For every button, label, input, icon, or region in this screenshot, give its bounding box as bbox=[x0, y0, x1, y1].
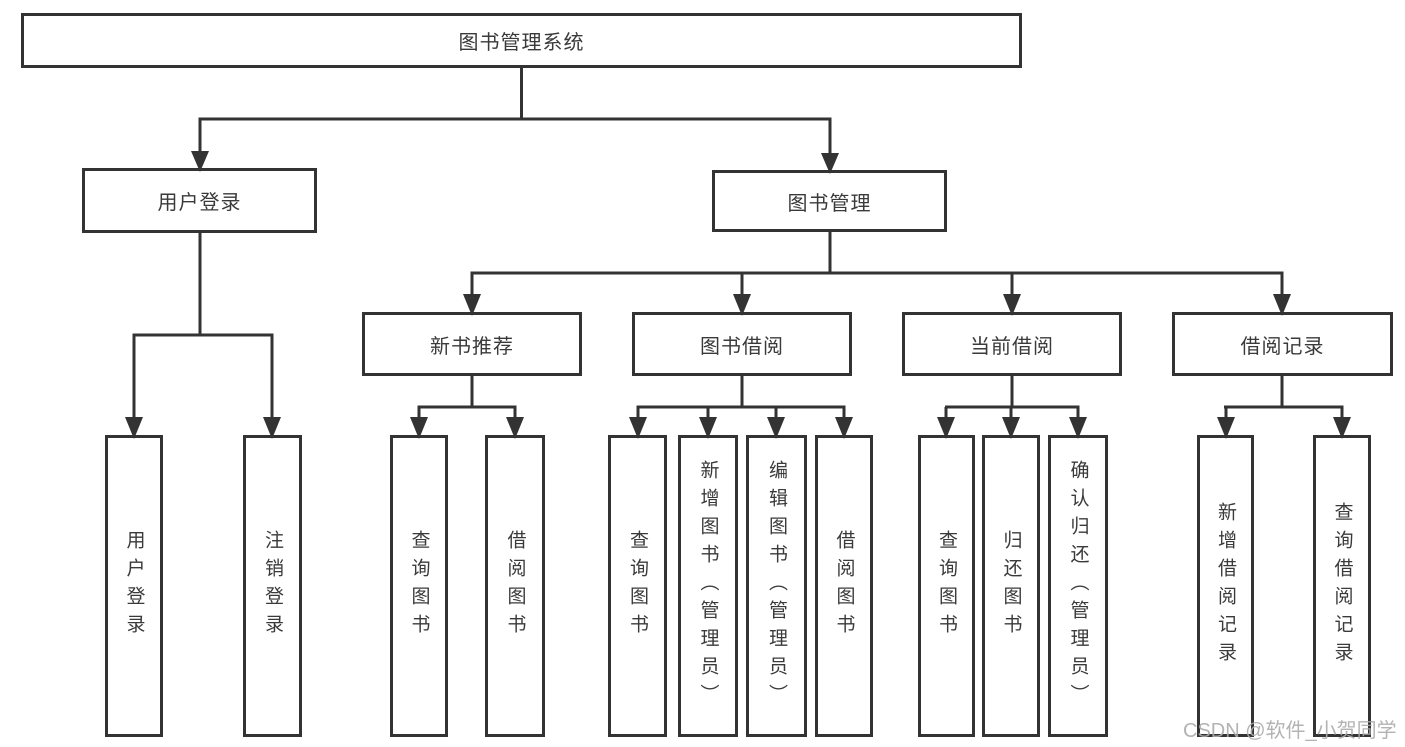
leaf-edit-book-admin: 编辑图书（管理员） bbox=[746, 435, 807, 737]
leaf-query-borrow-record: 查询借阅记录 bbox=[1313, 435, 1371, 737]
node-root-label: 图书管理系统 bbox=[458, 32, 585, 54]
leaf-add-book-admin: 新增图书（管理员） bbox=[678, 435, 738, 737]
leaf-return-book: 归还图书 bbox=[982, 435, 1040, 737]
leaf-user-login: 用户登录 bbox=[105, 435, 163, 737]
node-user-login-label: 用户登录 bbox=[157, 192, 242, 214]
leaf-query-books-recommend: 查询图书 bbox=[390, 435, 448, 737]
leaf-borrow-books-recommend: 借阅图书 bbox=[485, 435, 545, 737]
node-book-management: 图书管理 bbox=[712, 170, 947, 232]
node-borrowing-records-label: 借阅记录 bbox=[1240, 335, 1325, 358]
node-new-book-recommend: 新书推荐 bbox=[362, 312, 582, 376]
leaf-query-books-borrowing: 查询图书 bbox=[608, 435, 667, 737]
node-book-borrowing: 图书借阅 bbox=[632, 312, 852, 376]
node-current-borrowing: 当前借阅 bbox=[902, 312, 1122, 376]
leaf-add-borrow-record: 新增借阅记录 bbox=[1197, 435, 1254, 737]
csdn-watermark: CSDN @软件_小贺同学 bbox=[1183, 720, 1397, 742]
node-root-system: 图书管理系统 bbox=[21, 13, 1022, 68]
leaf-query-books-current: 查询图书 bbox=[918, 435, 975, 737]
leaf-borrow-books-borrowing: 借阅图书 bbox=[815, 435, 873, 737]
leaf-logout: 注销登录 bbox=[243, 435, 302, 737]
node-borrowing-records: 借阅记录 bbox=[1172, 312, 1393, 376]
node-book-borrowing-label: 图书借阅 bbox=[700, 335, 784, 358]
node-user-login: 用户登录 bbox=[82, 168, 317, 233]
node-current-borrowing-label: 当前借阅 bbox=[970, 335, 1054, 358]
leaf-confirm-return-admin: 确认归还（管理员） bbox=[1048, 435, 1108, 737]
node-book-management-label: 图书管理 bbox=[787, 192, 872, 215]
node-new-book-recommend-label: 新书推荐 bbox=[430, 335, 514, 358]
